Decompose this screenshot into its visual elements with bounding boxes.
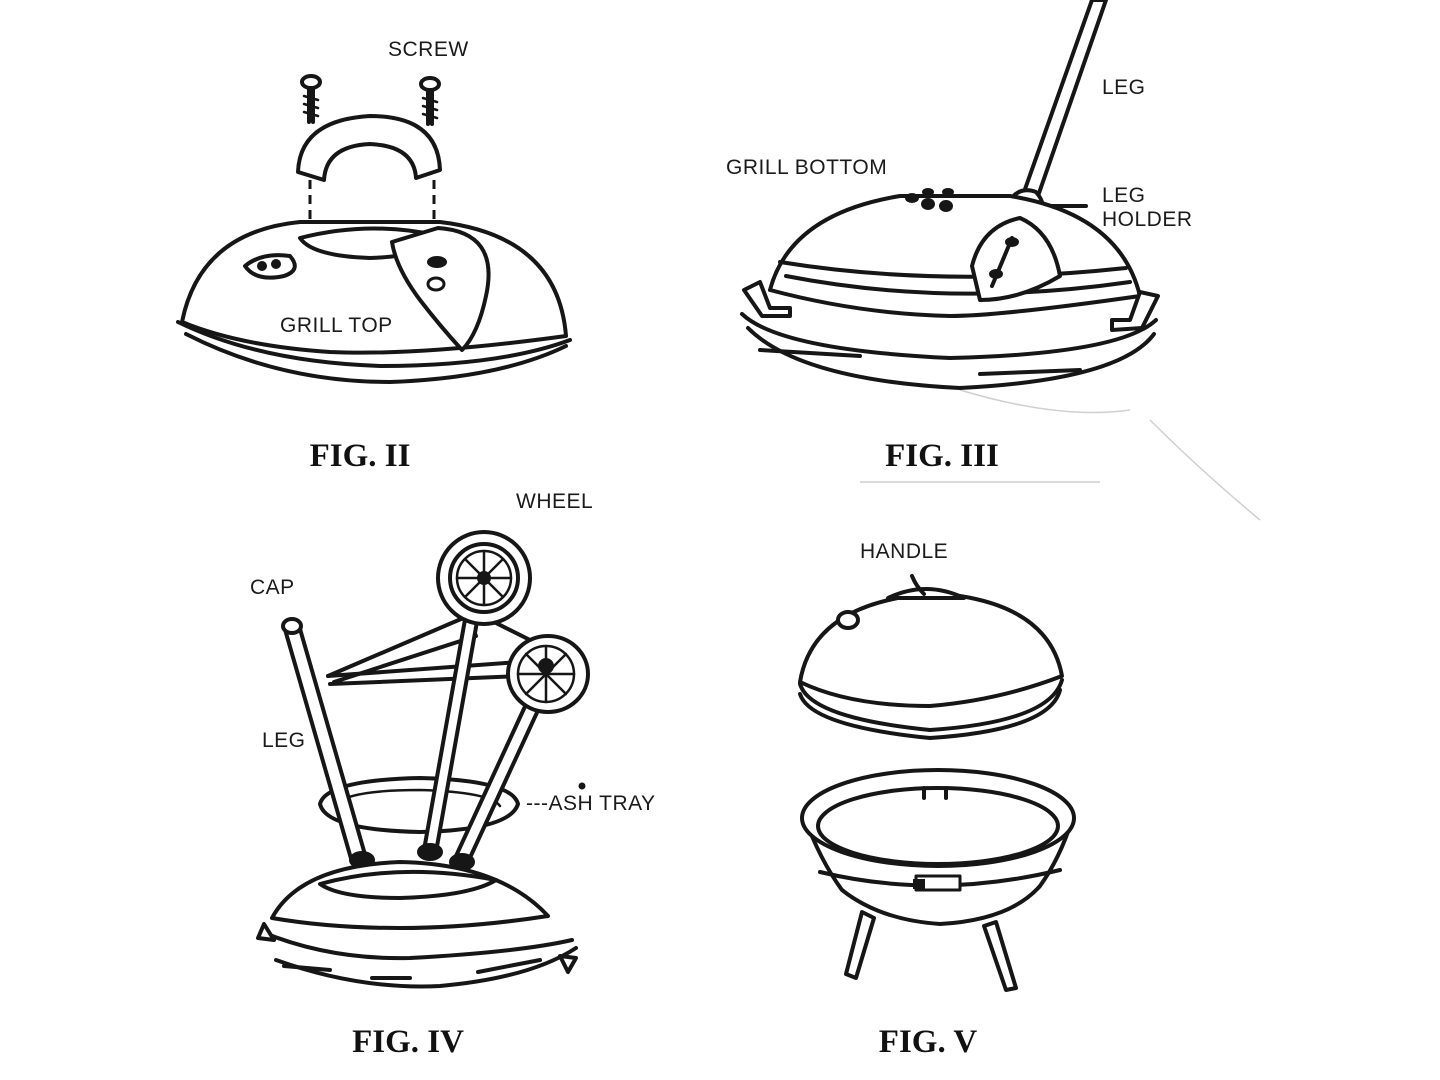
scan-artifacts [860,389,1261,521]
wheel-large [436,530,532,626]
label-leg: LEG [262,729,306,752]
label-ash-tray: ---ASH TRAY [526,792,656,815]
caption-fig-5: FIG. V [879,1024,978,1060]
label-leg: LEG [1102,76,1146,99]
label-screw: SCREW [388,38,469,61]
figure-2: SCREW GRILL TOP FIG. II [176,38,572,474]
label-cap: CAP [250,576,295,599]
grill-bottom-dome [768,194,1142,318]
screw-right [419,76,441,126]
leg [1022,0,1108,198]
label-leg-holder-line-2: HOLDER [1102,208,1193,231]
figure-3: LEG GRILL BOTTOM LEG HOLDER FIG. III [726,0,1193,474]
grill-lid [798,594,1064,708]
screw-left [300,74,322,124]
caption-fig-4: FIG. IV [352,1024,464,1060]
wheel-small [506,634,590,714]
handle-arch [296,114,442,182]
caption-fig-2: FIG. II [310,438,411,474]
label-grill-bottom: GRILL BOTTOM [726,156,887,179]
figure-4: WHEEL CAP LEG ---ASH TRAY FIG. IV [250,490,656,1060]
label-wheel: WHEEL [516,490,593,513]
label-grill-top: GRILL TOP [280,314,393,337]
handle [886,587,966,600]
label-leg-holder-line-1: LEG [1102,184,1146,207]
figure-5: HANDLE FIG. V [798,540,1076,1060]
label-handle: HANDLE [860,540,948,563]
caption-fig-3: FIG. III [885,438,999,474]
